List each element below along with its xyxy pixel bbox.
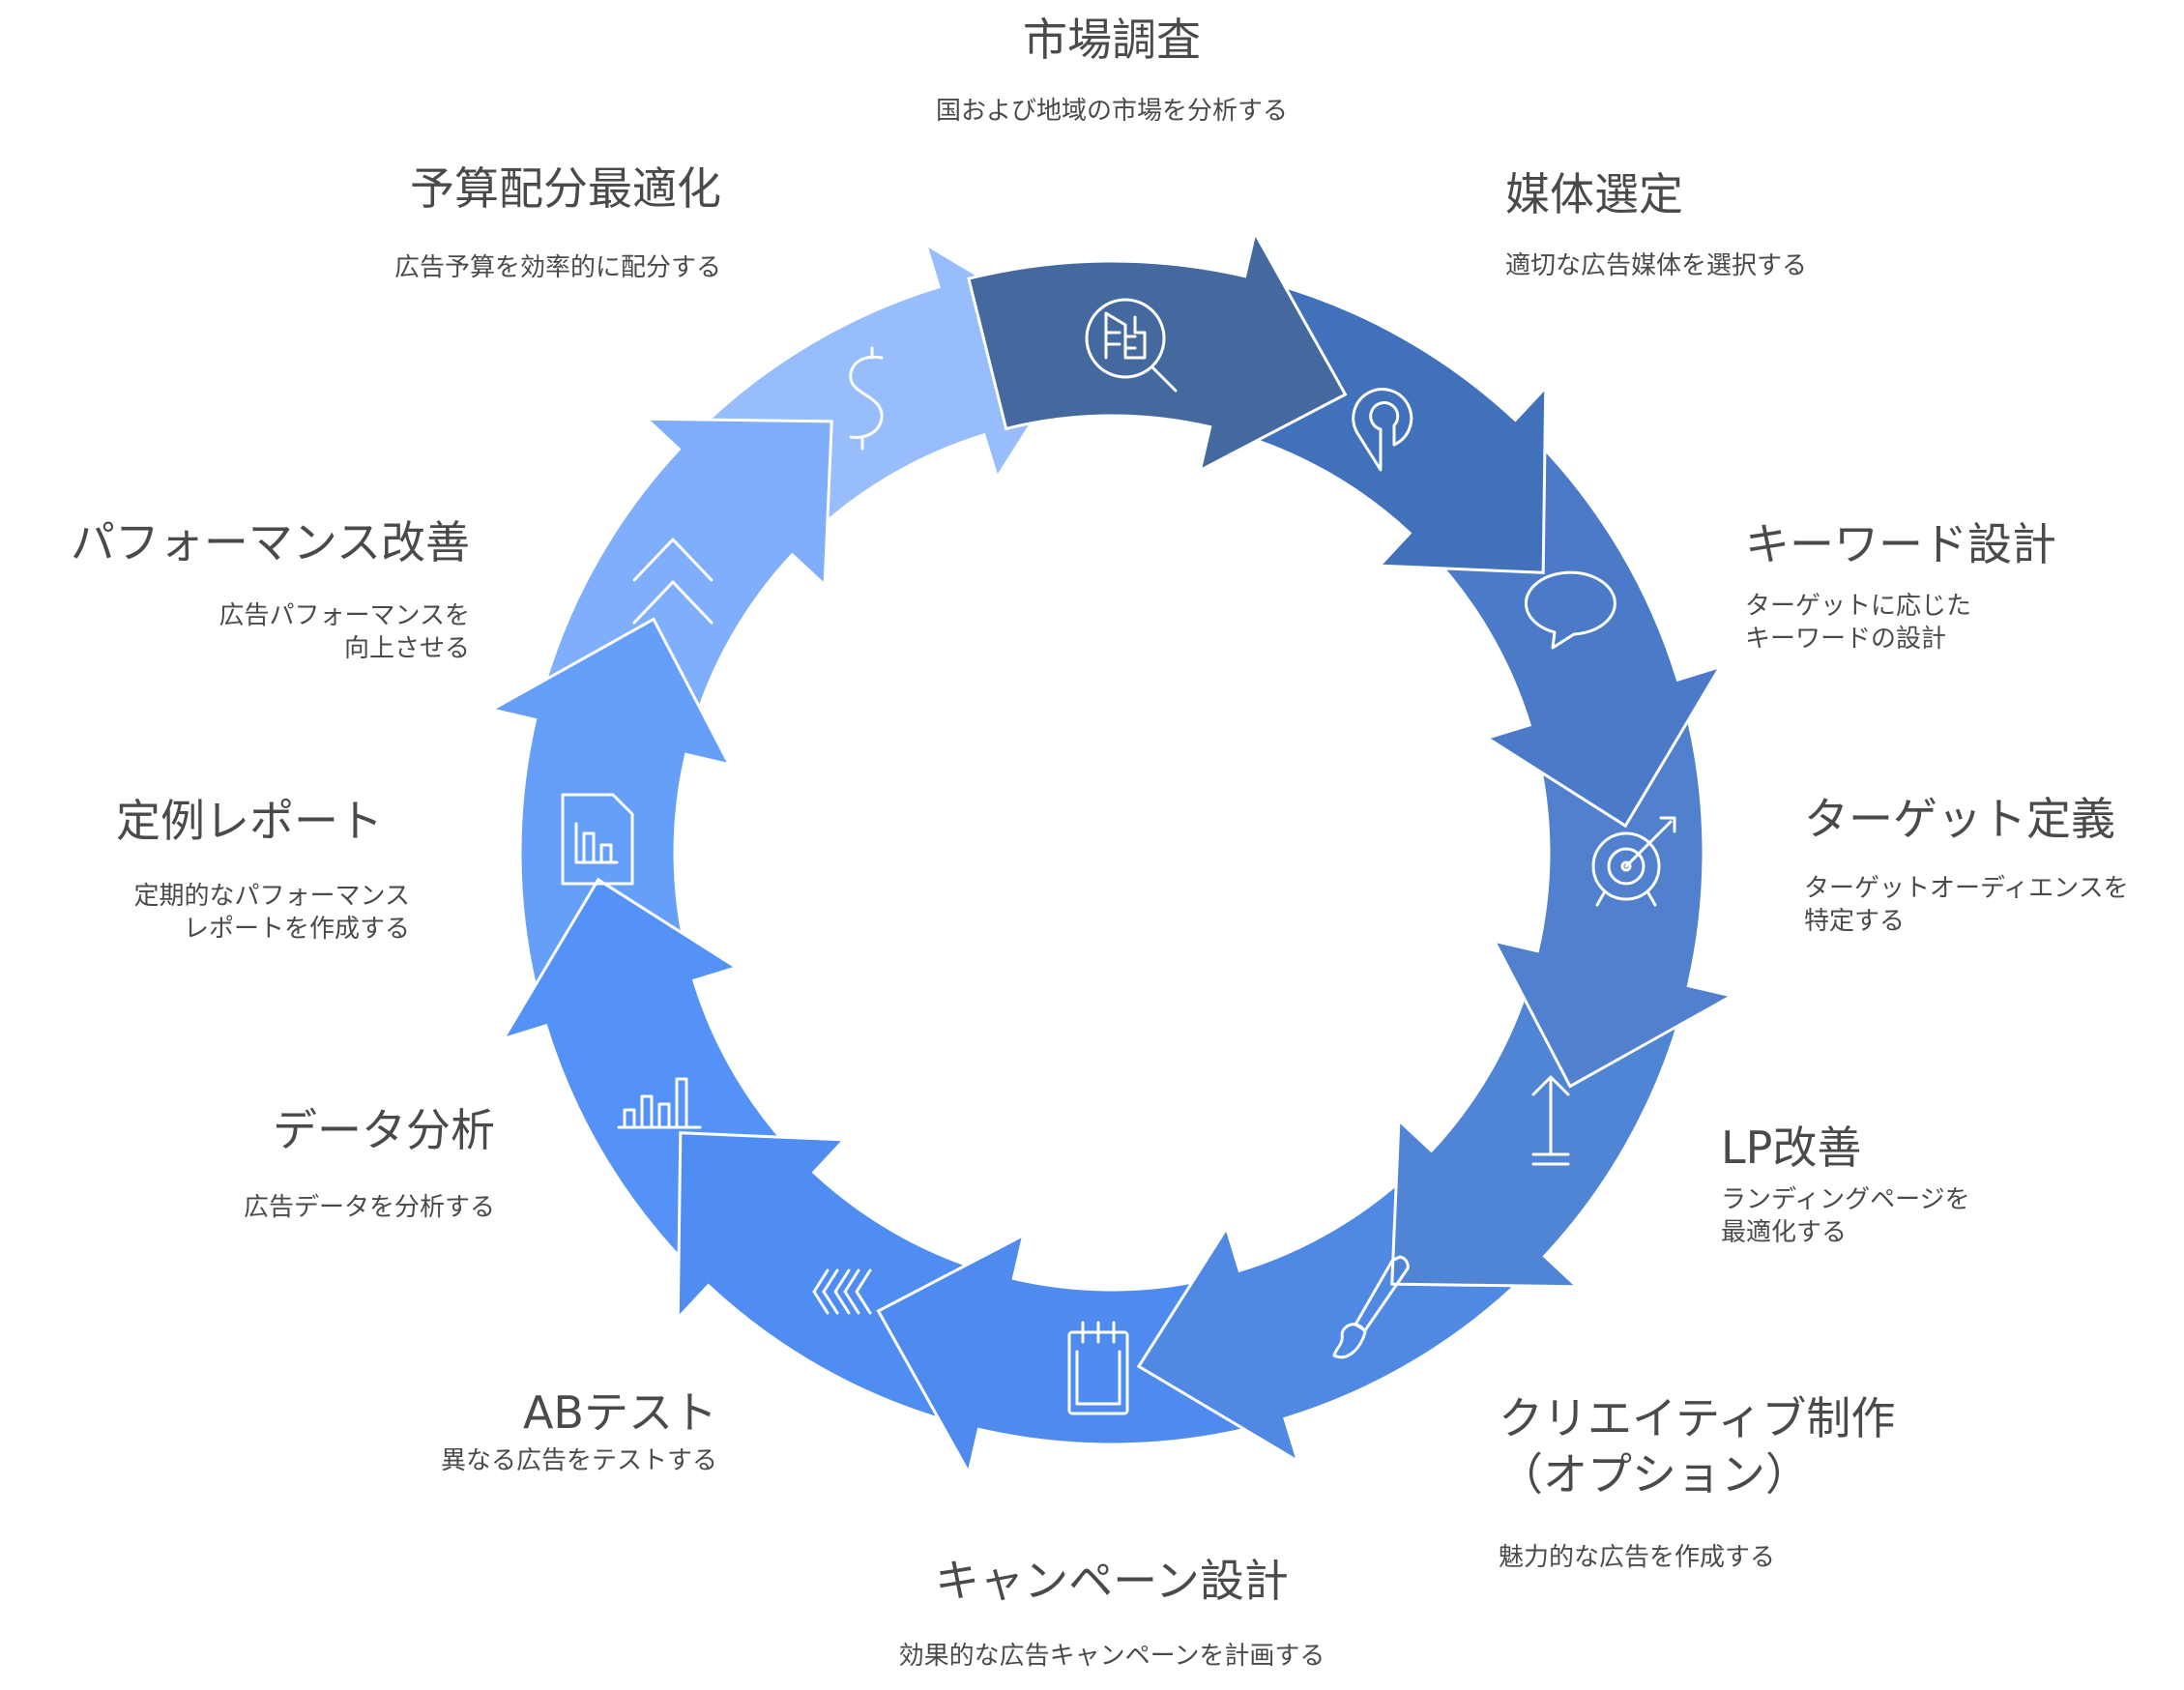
step-label-media-selection: 媒体選定 適切な広告媒体を選択する	[1505, 166, 1989, 282]
step-description: 定期的なパフォーマンス レポートを作成する	[133, 882, 410, 944]
target-icon	[1591, 816, 1676, 907]
step-description: ターゲットに応じた キーワードの設計	[1745, 592, 1972, 654]
step-title: 媒体選定	[1505, 168, 1683, 220]
step-title: LP改善	[1721, 1122, 1862, 1174]
market-search-icon	[1085, 298, 1178, 393]
step-label-lp-improvement: LP改善 ランディングページを 最適化する	[1721, 1120, 2108, 1249]
step-title: クリエイティブ制作 （オプション）	[1499, 1392, 1896, 1501]
bar-chart-icon	[617, 1077, 702, 1129]
step-label-ab-test: ABテスト 異なる広告をテストする	[290, 1384, 717, 1477]
step-description: 効果的な広告キャンペーンを計画する	[898, 1642, 1325, 1671]
location-pin-icon	[1352, 388, 1413, 472]
cycle-segment-10	[487, 617, 733, 998]
upload-arrow-icon	[1531, 1075, 1570, 1166]
step-title: 予算配分最適化	[410, 162, 721, 215]
step-label-target-definition: ターゲット定義 ターゲットオーディエンスを 特定する	[1804, 791, 2184, 938]
step-label-data-analysis: データ分析 広告データを分析する	[145, 1102, 495, 1224]
step-title: データ分析	[273, 1104, 495, 1156]
step-title: キーワード設計	[1745, 518, 2056, 570]
step-description: ランディングページを 最適化する	[1721, 1185, 1970, 1247]
step-title: 市場調査	[1023, 14, 1201, 66]
step-description: 適切な広告媒体を選択する	[1505, 251, 1808, 280]
step-title: ABテスト	[522, 1386, 717, 1439]
step-title: キャンペーン設計	[935, 1555, 1289, 1607]
step-title: 定例レポート	[116, 795, 383, 847]
speech-bubble-icon	[1524, 570, 1616, 650]
step-label-market-research: 市場調査 国および地域の市場を分析する	[822, 12, 1402, 128]
dollar-icon	[849, 346, 884, 451]
cycle-segment-1	[967, 228, 1348, 474]
step-title: ターゲット定義	[1804, 793, 2115, 845]
double-chevron-up-icon	[632, 538, 713, 625]
step-label-creative-production: クリエイティブ制作 （オプション） 魅力的な広告を作成する	[1499, 1390, 2040, 1574]
step-description: 異なる広告をテストする	[440, 1446, 717, 1475]
step-label-budget-optimization: 予算配分最適化 広告予算を効率的に配分する	[290, 160, 721, 284]
triple-chevron-left-icon	[812, 1268, 872, 1315]
step-title: パフォーマンス改善	[70, 516, 470, 568]
step-label-regular-report: 定例レポート 定期的なパフォーマンス レポートを作成する	[39, 793, 410, 946]
step-description: 魅力的な広告を作成する	[1499, 1543, 1776, 1572]
step-description: 広告パフォーマンスを 向上させる	[218, 601, 470, 663]
cycle-segment-7	[876, 1232, 1257, 1477]
calendar-icon	[1067, 1321, 1129, 1415]
paintbrush-icon	[1332, 1255, 1410, 1359]
step-description: 広告データを分析する	[243, 1193, 495, 1222]
step-description: ターゲットオーディエンスを 特定する	[1804, 874, 2129, 936]
step-label-performance-improvement: パフォーマンス改善 広告パフォーマンスを 向上させる	[19, 514, 470, 665]
report-document-icon	[561, 793, 634, 886]
step-label-keyword-design: キーワード設計 ターゲットに応じた キーワードの設計	[1745, 516, 2151, 656]
step-description: 広告予算を効率的に配分する	[393, 253, 721, 282]
step-description: 国および地域の市場を分析する	[935, 97, 1288, 126]
step-label-campaign-design: キャンペーン設計 効果的な広告キャンペーンを計画する	[822, 1553, 1402, 1673]
